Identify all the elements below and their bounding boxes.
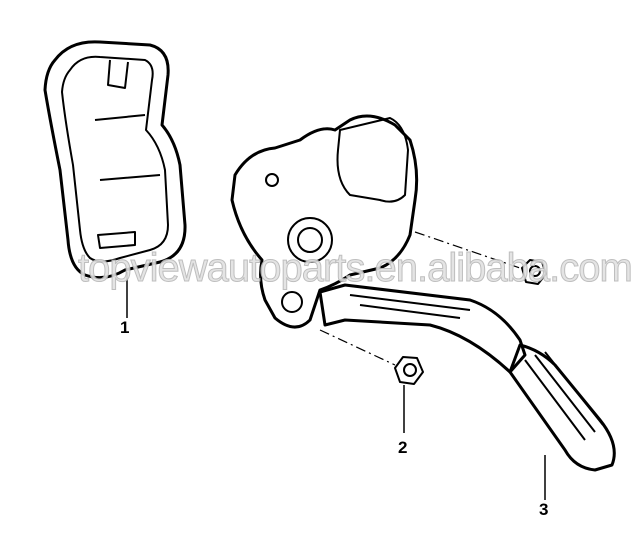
callout-3: 3 [539, 500, 549, 519]
axis-line-lower [319, 329, 396, 366]
gasket-part [43, 40, 187, 280]
pedal-assembly-part [230, 114, 616, 472]
axis-line-upper [414, 231, 521, 269]
watermark: topviewautoparts.en.alibaba.com [78, 246, 634, 291]
callout-1: 1 [120, 318, 130, 337]
callout-2: 2 [398, 438, 408, 457]
nut-part-2 [394, 356, 424, 385]
nut-upper [521, 259, 547, 285]
